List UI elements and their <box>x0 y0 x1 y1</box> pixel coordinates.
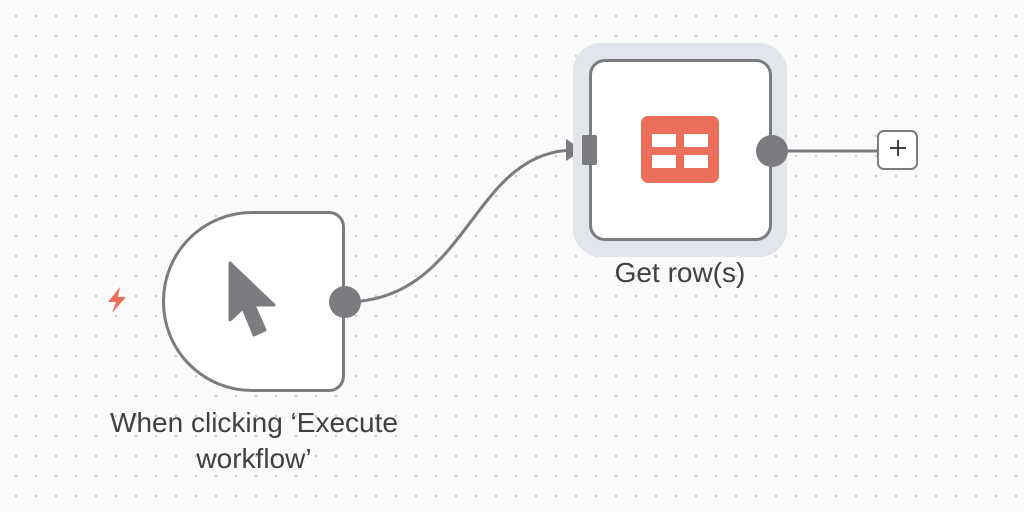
trigger-output-port[interactable] <box>329 286 361 318</box>
trigger-node-label: When clicking ‘Execute workflow’ <box>110 407 398 474</box>
get-rows-node-label: Get row(s) <box>614 257 746 288</box>
mouse-pointer-icon <box>220 258 282 342</box>
get-rows-output-port[interactable] <box>756 135 788 167</box>
add-node-button[interactable] <box>877 130 918 170</box>
connection-trigger-to-get-rows[interactable] <box>344 148 576 304</box>
plus-icon <box>888 138 908 163</box>
get-rows-input-port[interactable] <box>582 135 597 165</box>
table-icon <box>641 116 719 183</box>
lightning-bolt-icon <box>103 285 131 315</box>
